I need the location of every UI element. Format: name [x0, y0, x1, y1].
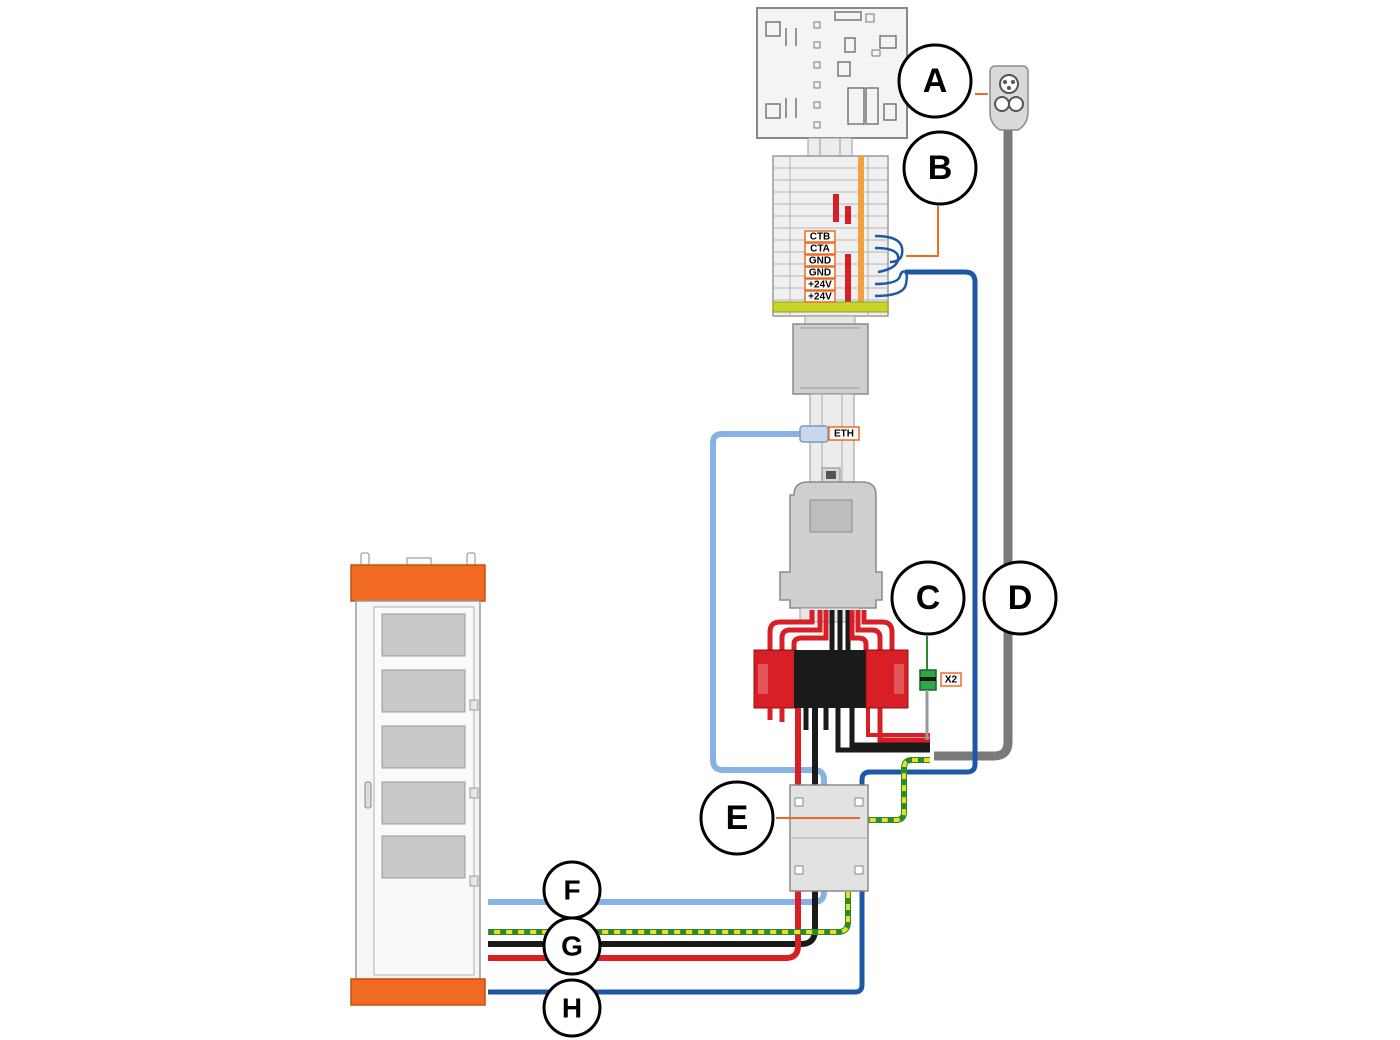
callout-g: G: [542, 916, 602, 976]
callout-a: A: [897, 43, 973, 119]
svg-text:GND: GND: [809, 268, 831, 279]
cable-eth-light-blue: [488, 431, 827, 905]
svg-text:A: A: [923, 62, 948, 100]
cable-earth-bottom-dash: [488, 892, 850, 934]
svg-text:H: H: [562, 993, 582, 1024]
cable-dc-red-3: [866, 708, 930, 737]
callout-f: F: [542, 860, 602, 920]
svg-text:GND: GND: [809, 256, 831, 267]
power-supply-module: [792, 315, 869, 395]
terminal-label-24v-2: +24V: [804, 290, 836, 303]
callout-c: C: [890, 560, 966, 636]
svg-text:B: B: [928, 149, 953, 187]
contactor-module: [779, 467, 883, 623]
svg-text:D: D: [1008, 579, 1033, 617]
power-cabinet: [350, 552, 486, 1006]
svg-text:X2: X2: [945, 675, 958, 686]
callout-e: E: [699, 780, 775, 856]
terminal-label-ctb: CTB: [804, 230, 836, 243]
terminal-block: CTB CTA GND GND +24V +24V: [772, 155, 909, 317]
fuse-component: [919, 636, 937, 740]
eth-tag: ETH: [828, 426, 860, 441]
callout-h: H: [542, 978, 602, 1038]
cable-comm-dark-blue: [488, 269, 978, 995]
cable-earth-yellow-green: [864, 757, 930, 823]
svg-text:G: G: [561, 931, 583, 962]
din-rail-upper: [807, 137, 853, 157]
terminal-label-24v-1: +24V: [804, 278, 836, 291]
terminal-label-gnd-1: GND: [804, 254, 836, 267]
svg-text:ETH: ETH: [834, 429, 854, 440]
callout-d: D: [982, 560, 1058, 636]
x2-tag: X2: [940, 672, 962, 687]
svg-text:F: F: [563, 875, 580, 906]
dc-busbar-block: [753, 649, 909, 709]
cable-dc-black-2: [835, 708, 930, 753]
svg-text:CTB: CTB: [810, 232, 831, 243]
cable-dc-red-1: [488, 708, 801, 961]
svg-text:C: C: [916, 579, 941, 617]
charging-connector: [989, 65, 1029, 131]
callout-b: B: [902, 130, 978, 206]
junction-box: [789, 784, 869, 892]
cable-earth-bottom: [488, 892, 851, 935]
cable-dc-black-3: [849, 708, 930, 748]
svg-text:E: E: [726, 799, 749, 837]
svg-text:+24V: +24V: [808, 280, 832, 291]
cable-d-gray: [934, 128, 1013, 761]
dc-harness: [767, 610, 895, 650]
leader-b: [906, 206, 939, 257]
terminal-label-gnd-2: GND: [804, 266, 836, 279]
control-board: [756, 7, 908, 139]
terminal-rows: [773, 156, 888, 316]
svg-text:+24V: +24V: [808, 292, 832, 303]
dc-harness-lower: [767, 708, 829, 730]
terminal-label-cta: CTA: [804, 242, 836, 255]
cable-earth-yellow-dash: [864, 758, 930, 822]
svg-text:CTA: CTA: [810, 244, 830, 255]
cable-dc-red-2: [877, 708, 930, 743]
